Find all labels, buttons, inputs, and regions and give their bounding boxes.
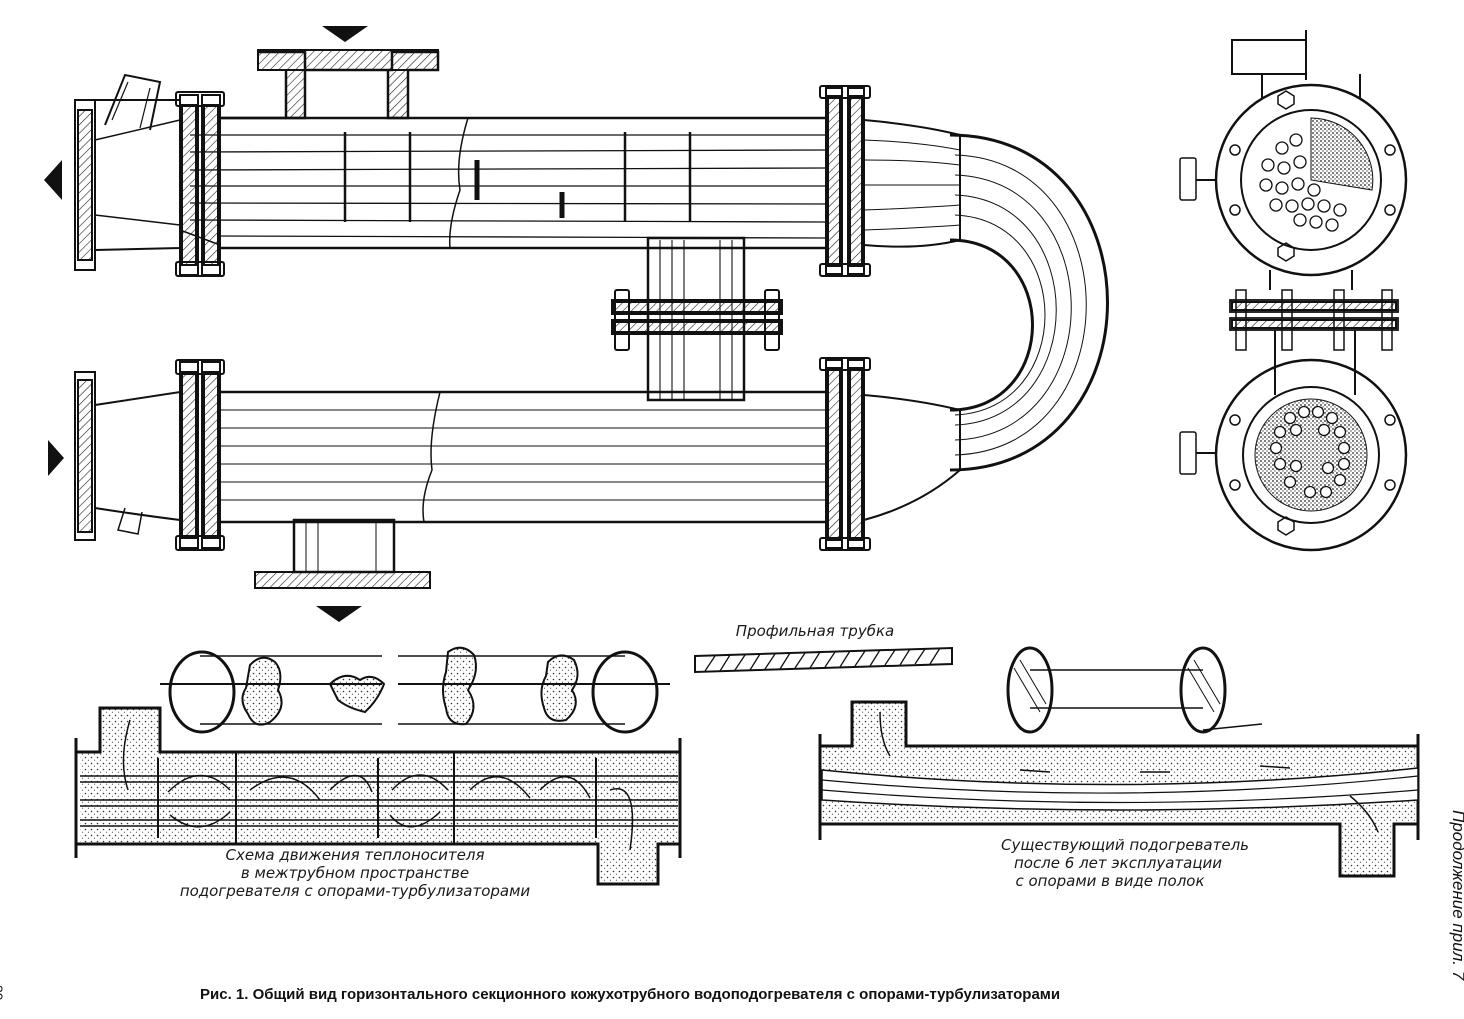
scheme-caption-line-1: Схема движения теплоносителя (225, 846, 485, 864)
upper-section (74, 49, 961, 277)
scheme-existing-heater (818, 646, 1420, 878)
lower-section (74, 357, 961, 589)
scheme-turbulizer-heater (74, 706, 682, 886)
profile-tube-label: Профильная трубка (735, 622, 895, 640)
flow-arrows (44, 26, 368, 622)
existing-caption-line-3: с опорами в виде полок (1015, 872, 1205, 890)
end-view (1179, 30, 1408, 552)
appendix-note: Продолжение прил. 7 (1449, 810, 1464, 980)
figure-caption: Рис. 1. Общий вид горизонтального секцио… (200, 986, 1061, 1003)
scheme-caption-line-2: в межтрубном пространстве (240, 864, 470, 882)
scheme-caption-line-3: подогревателя с опорами-турбулизаторами (179, 882, 531, 900)
page-number: 39 (0, 985, 6, 1001)
profile-tube (694, 646, 953, 674)
turbulizer-cage (160, 646, 670, 734)
connecting-pipe (611, 236, 783, 402)
existing-caption-line-2: после 6 лет эксплуатации (1013, 854, 1223, 872)
u-bend (949, 133, 1109, 472)
existing-caption-line-1: Существующий подогреватель (1000, 836, 1250, 854)
